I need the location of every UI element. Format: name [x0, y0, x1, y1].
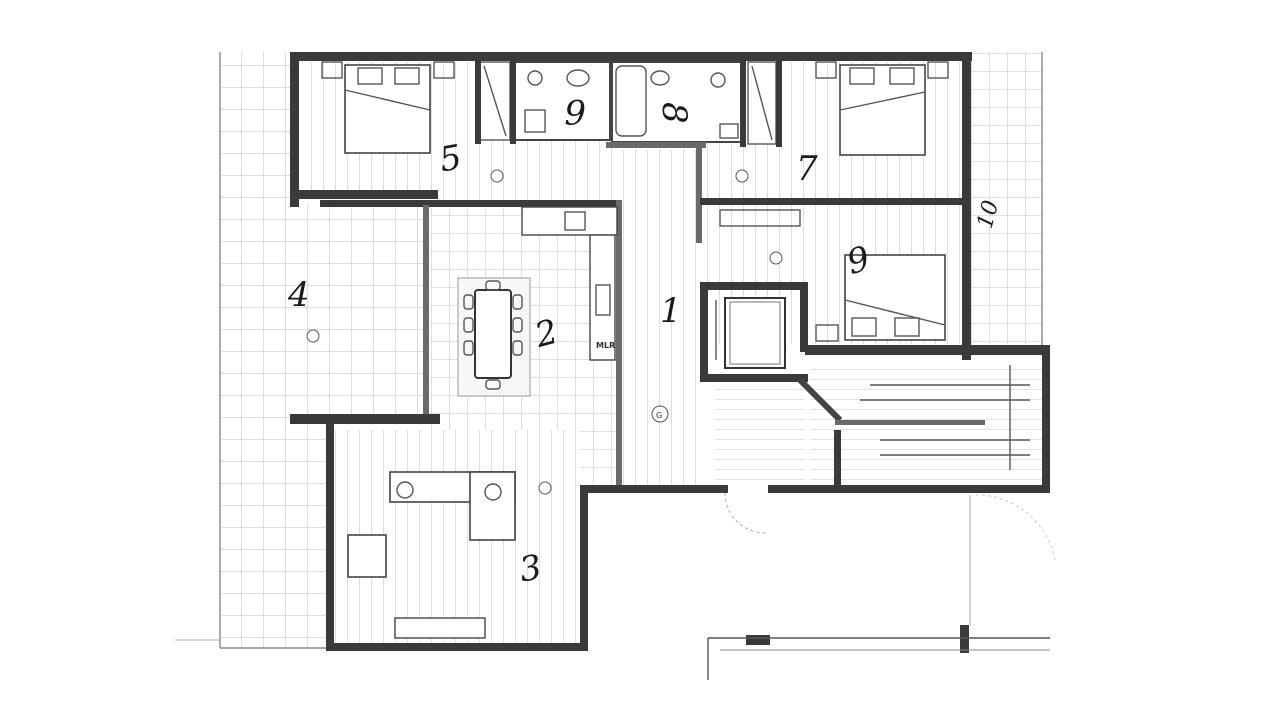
- living-furniture: [347, 471, 516, 639]
- bathroom-8: [611, 61, 777, 145]
- bed-room-5: [321, 61, 455, 154]
- label-mlr: MLR: [596, 341, 615, 350]
- room-number-1: 1: [660, 291, 682, 331]
- stairs: [860, 365, 1030, 470]
- bathroom-6: [479, 61, 611, 141]
- room-number-8: 8: [654, 102, 694, 124]
- bed-room-9: [719, 209, 946, 342]
- walls: [290, 52, 1050, 653]
- room-number-4: 4: [287, 275, 310, 315]
- terrace-west: [219, 52, 425, 649]
- room-number-6: 6: [564, 91, 586, 131]
- kitchen: [521, 206, 618, 361]
- doors: [175, 492, 1056, 680]
- room-number-7: 7: [796, 149, 818, 189]
- terrace-east: [970, 52, 1043, 352]
- lift: [715, 297, 786, 369]
- dining-table: [457, 277, 531, 397]
- bed-room-7: [815, 61, 949, 156]
- label-g: G: [656, 411, 662, 420]
- room-markers: [306, 169, 783, 495]
